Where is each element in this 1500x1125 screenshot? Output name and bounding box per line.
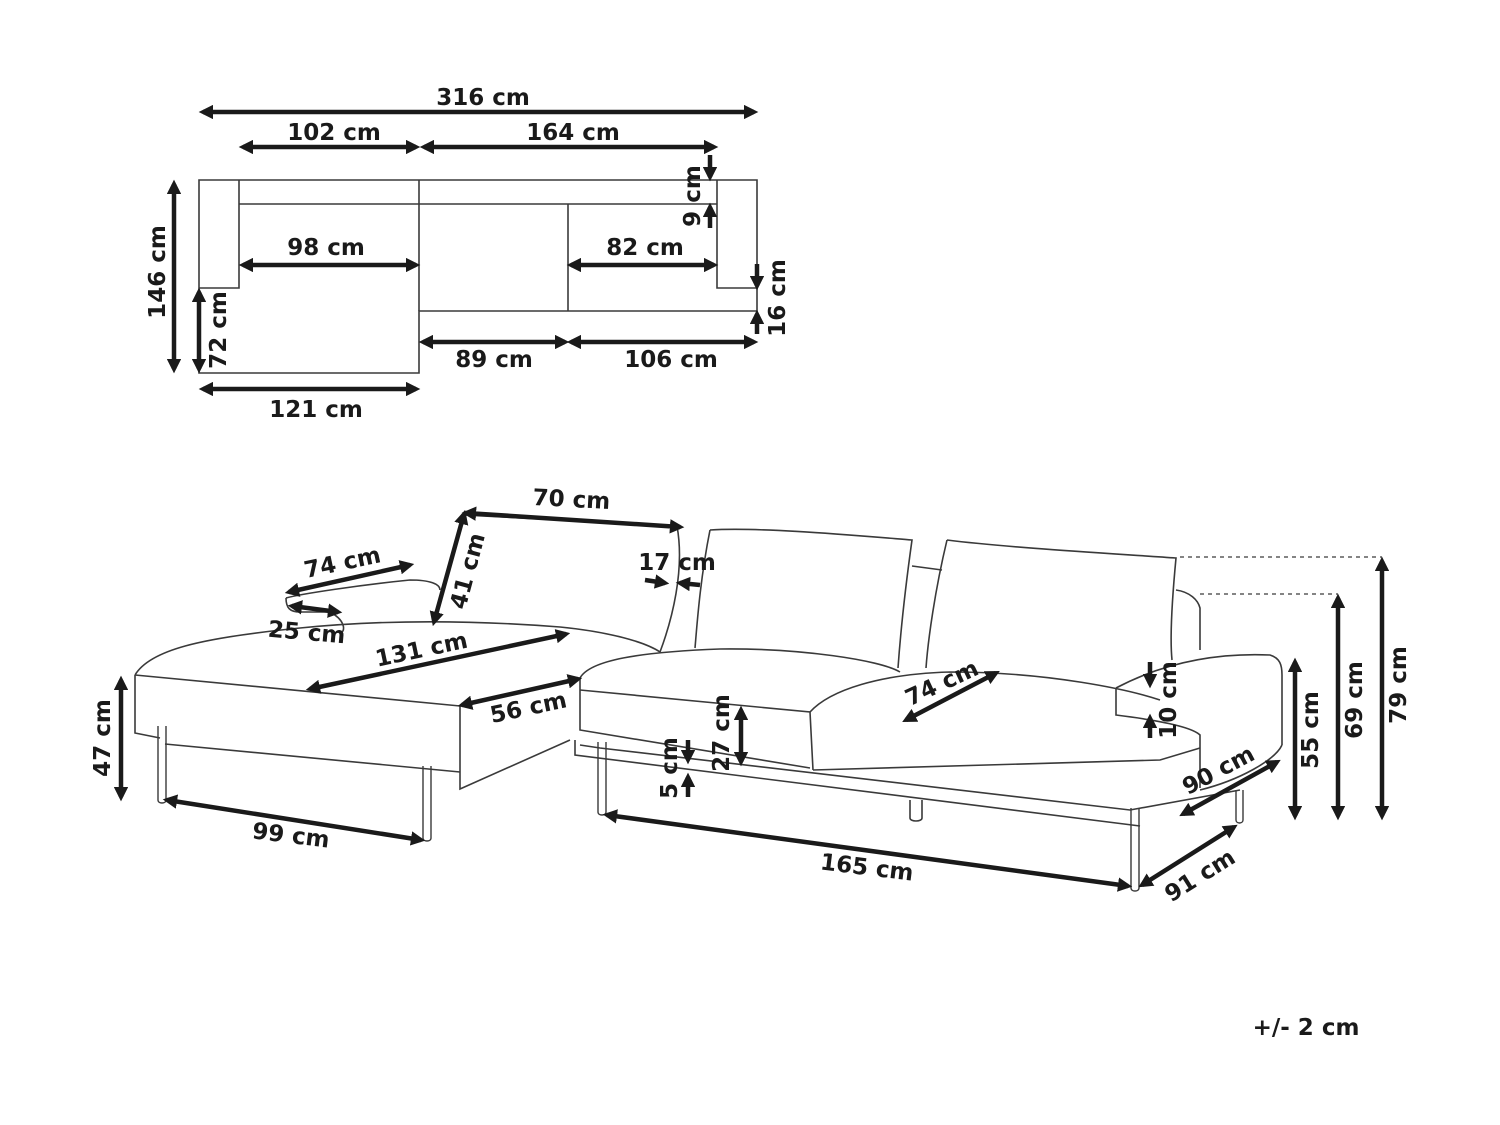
left-section-label: 102 cm xyxy=(287,120,381,146)
overall-depth-label: 146 cm xyxy=(145,225,171,319)
backrest-width-arrow xyxy=(461,506,685,534)
chaise-seat-label: 98 cm xyxy=(287,235,365,261)
sofa-depth-arrow xyxy=(1179,759,1281,817)
cushion-thickness-label: 27 cm xyxy=(709,694,735,772)
middle-seat-label: 89 cm xyxy=(455,347,533,373)
chaise-seat-depth-label: 56 cm xyxy=(488,687,569,729)
backrest-thickness-left-arrow xyxy=(644,574,670,589)
backrest-height-arrow xyxy=(429,509,469,627)
armrest-width-label: 25 cm xyxy=(267,617,347,650)
armrest-width-arrow xyxy=(287,600,343,618)
arm-above-seat-label: 10 cm xyxy=(1156,661,1182,739)
chaise-seat-depth-arrow xyxy=(457,674,583,710)
side-view: 70 cm 74 cm 41 cm 17 cm 25 cm 131 cm 47 … xyxy=(90,485,1412,908)
leg-clearance-label: 5 cm xyxy=(657,737,683,799)
top-view: 316 cm 102 cm 164 cm 9 cm 146 cm 72 cm 9… xyxy=(145,85,791,423)
back-height-label: 69 cm xyxy=(1342,661,1368,739)
chaise-seat-height-label: 47 cm xyxy=(90,699,116,777)
sofa-legs xyxy=(157,726,1244,892)
right-cushion-label: 106 cm xyxy=(624,347,718,373)
armrest-length-arrow xyxy=(284,560,415,597)
total-depth-label: 91 cm xyxy=(1160,844,1240,907)
backrest-height-label: 41 cm xyxy=(446,530,491,612)
overall-width-label: 316 cm xyxy=(436,85,530,111)
chaise-extension-label: 72 cm xyxy=(206,291,232,369)
armrest-depth-label: 9 cm xyxy=(680,165,706,227)
chaise-length-arrow xyxy=(305,629,571,694)
arm-offset-label: 16 cm xyxy=(765,259,791,337)
total-height-label: 79 cm xyxy=(1386,646,1412,724)
right-seat-label: 82 cm xyxy=(606,235,684,261)
right-section-label: 164 cm xyxy=(526,120,620,146)
total-depth-arrow xyxy=(1138,824,1238,888)
armrest-height-label: 55 cm xyxy=(1298,691,1324,769)
seat-depth-arrow xyxy=(902,671,1000,722)
backrest-thickness-label: 17 cm xyxy=(638,550,716,576)
tolerance-note: +/- 2 cm xyxy=(1253,1015,1360,1041)
armrest-length-label: 74 cm xyxy=(302,542,383,584)
chaise-leg-span-arrow xyxy=(162,794,426,846)
backrest-width-label: 70 cm xyxy=(532,485,611,515)
chaise-width-label: 121 cm xyxy=(269,397,363,423)
sofa-leg-span-arrow xyxy=(602,809,1133,892)
backrest-thickness-right-arrow xyxy=(675,576,701,592)
